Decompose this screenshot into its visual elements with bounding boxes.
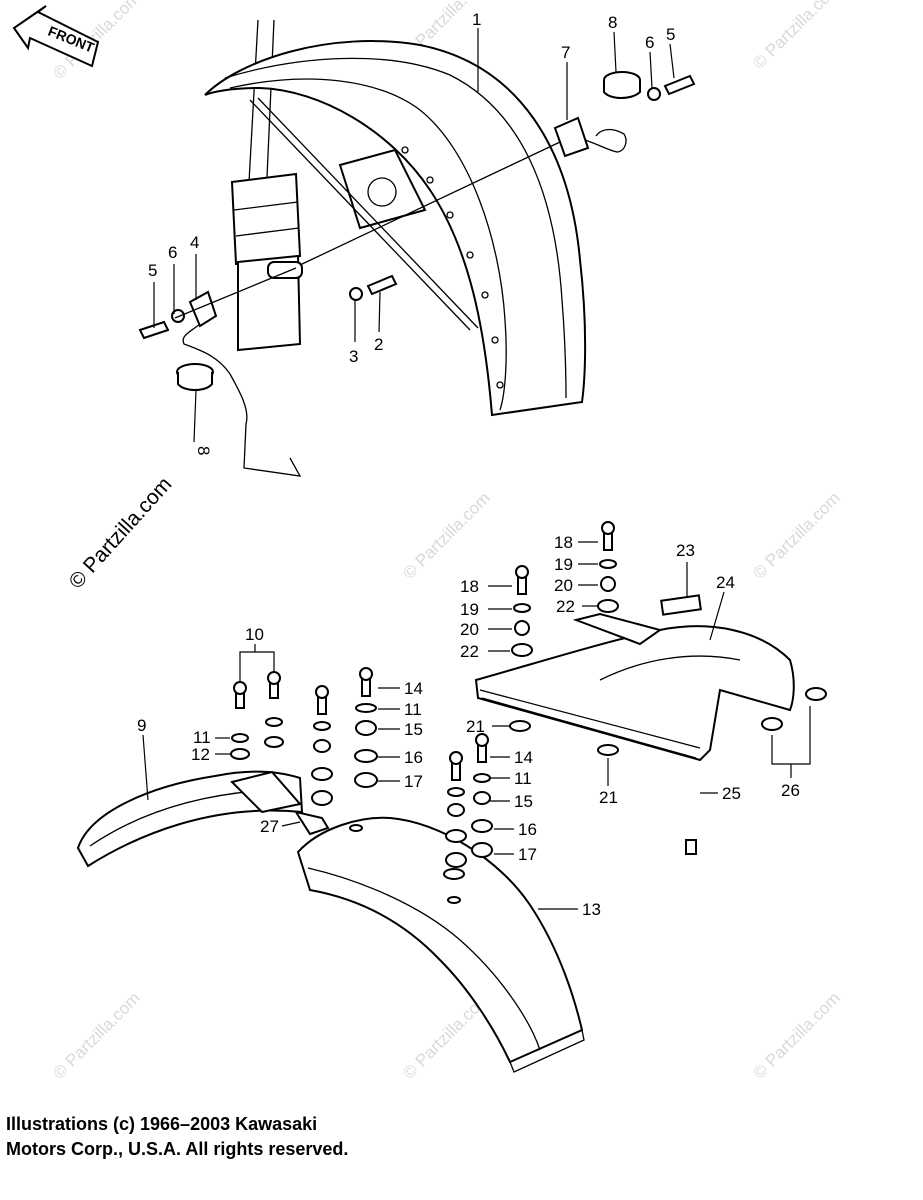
callout-18: 18: [460, 577, 479, 596]
tail-housing: [474, 594, 827, 762]
watermark: © Partzilla.com: [749, 988, 843, 1082]
front-arrow-icon: FRONT: [12, 5, 100, 68]
callout-15: 15: [514, 792, 533, 811]
front-hardware: [138, 71, 696, 477]
watermark: © Partzilla.com: [65, 473, 177, 594]
callout-16: 16: [518, 820, 537, 839]
callout-2: 2: [374, 335, 383, 354]
callout-16: 16: [404, 748, 423, 767]
callout-labels: 1 2 3 4 5 5 6 6 7 8 8 9 10 11 11 11 12 1…: [137, 10, 800, 919]
watermark: © Partzilla.com: [749, 0, 843, 73]
callout-11: 11: [404, 700, 422, 719]
front-fender: [204, 40, 587, 417]
callout-5: 5: [666, 25, 675, 44]
leader-lines: [142, 28, 811, 910]
callout-11: 11: [514, 769, 532, 788]
callout-4: 4: [190, 233, 199, 252]
callout-21: 21: [466, 717, 485, 736]
callout-19: 19: [460, 600, 479, 619]
callout-5: 5: [148, 261, 157, 280]
callout-20: 20: [460, 620, 479, 639]
callout-3: 3: [349, 347, 358, 366]
callout-11: 11: [193, 728, 211, 747]
callout-8: 8: [608, 13, 617, 32]
callout-17: 17: [404, 772, 423, 791]
callout-12: 12: [191, 745, 210, 764]
copyright-line-1: Illustrations (c) 1966–2003 Kawasaki: [6, 1114, 318, 1134]
callout-6: 6: [645, 33, 654, 52]
callout-25: 25: [722, 784, 741, 803]
callout-24: 24: [716, 573, 735, 592]
callout-19: 19: [554, 555, 573, 574]
callout-13: 13: [582, 900, 601, 919]
callout-22: 22: [556, 597, 575, 616]
watermark: © Partzilla.com: [49, 988, 143, 1082]
callout-26: 26: [781, 781, 800, 800]
callout-6: 6: [168, 243, 177, 262]
rear-fender-front-section: [76, 770, 330, 868]
callout-10: 10: [245, 625, 264, 644]
callout-21: 21: [599, 788, 618, 807]
callout-7: 7: [561, 43, 570, 62]
front-fork: [230, 19, 303, 352]
callout-1: 1: [472, 10, 481, 29]
copyright-notice: Illustrations (c) 1966–2003 Kawasaki Mot…: [6, 1112, 348, 1162]
callout-23: 23: [676, 541, 695, 560]
copyright-line-2: Motors Corp., U.S.A. All rights reserved…: [6, 1139, 349, 1159]
rear-hardware: [230, 521, 697, 868]
callout-20: 20: [554, 576, 573, 595]
callout-8: 8: [194, 446, 213, 455]
callout-14: 14: [514, 748, 533, 767]
callout-9: 9: [137, 716, 146, 735]
callout-14: 14: [404, 679, 423, 698]
callout-22: 22: [460, 642, 479, 661]
watermark: © Partzilla.com: [749, 488, 843, 582]
callout-17: 17: [518, 845, 537, 864]
callout-18: 18: [554, 533, 573, 552]
rear-fender-main: [296, 816, 585, 1073]
callout-15: 15: [404, 720, 423, 739]
watermark: © Partzilla.com: [399, 488, 493, 582]
callout-27: 27: [260, 817, 279, 836]
